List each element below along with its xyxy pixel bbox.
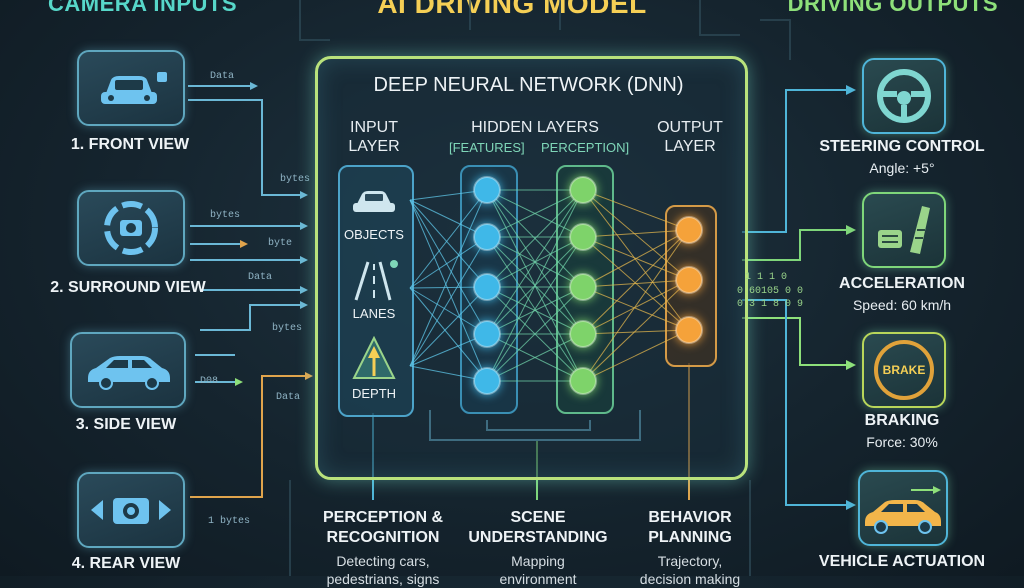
steering-control-title: STEERING CONTROL bbox=[819, 138, 985, 155]
binary-stream: 0 3 1 8 0 9 bbox=[737, 299, 804, 310]
perception-stage-desc-line2: pedestrians, signs bbox=[326, 571, 440, 587]
ai-driving-model-header: AI DRIVING MODEL bbox=[377, 0, 647, 19]
flow-label: Data bbox=[248, 272, 273, 283]
scene-stage-title-line1: SCENE bbox=[510, 509, 566, 526]
scene-stage-desc: Mapping environment bbox=[458, 552, 618, 588]
flow-label: Data bbox=[210, 71, 235, 82]
braking-title: BRAKING bbox=[864, 412, 940, 429]
braking-tile[interactable]: BRAKE bbox=[862, 332, 946, 408]
steering-angle-value: Angle: +5° bbox=[869, 160, 935, 176]
vehicle-actuation-tile[interactable] bbox=[858, 470, 948, 546]
depth-label: DEPTH bbox=[351, 386, 397, 401]
flow-label: bytes bbox=[280, 174, 311, 185]
braking-force-value: Force: 30% bbox=[866, 434, 938, 450]
perception-label: PERCEPTION] bbox=[541, 140, 630, 155]
acceleration-title: ACCELERATION bbox=[839, 275, 965, 292]
flow-label: 1 bytes bbox=[208, 516, 251, 527]
side-view-label: 3. SIDE VIEW bbox=[75, 416, 177, 433]
scene-stage-desc-line2: environment bbox=[499, 571, 577, 587]
flow-label: Data bbox=[276, 392, 301, 403]
behavior-stage-title-line1: BEHAVIOR bbox=[648, 509, 732, 526]
front-view-label: 1. FRONT VIEW bbox=[70, 136, 190, 153]
depth-icon bbox=[352, 336, 396, 379]
pedals-icon bbox=[878, 206, 930, 254]
perception-stage-title-line1: PERCEPTION & bbox=[322, 509, 443, 526]
perception-stage-title: PERCEPTION & RECOGNITION bbox=[303, 508, 463, 548]
camera-inputs-header: CAMERA INPUTS bbox=[48, 0, 238, 16]
hidden-layer-2-box bbox=[556, 165, 614, 414]
features-label: [FEATURES] bbox=[449, 140, 525, 155]
output-layer-box bbox=[665, 205, 717, 367]
scene-stage-desc-line1: Mapping bbox=[511, 553, 565, 569]
perception-stage-title-line2: RECOGNITION bbox=[326, 529, 440, 546]
side-car-icon bbox=[88, 356, 170, 390]
behavior-stage-title-line2: PLANNING bbox=[648, 529, 732, 546]
side-view-tile[interactable] bbox=[70, 332, 186, 408]
behavior-stage-desc: Trajectory, decision making bbox=[610, 552, 770, 588]
binary-stream: 0 60105 0 0 bbox=[737, 286, 804, 297]
dnn-title: DEEP NEURAL NETWORK (DNN) bbox=[373, 74, 684, 96]
binary-stream: 1 1 1 0 bbox=[745, 272, 788, 283]
acceleration-speed-value: Speed: 60 km/h bbox=[852, 297, 952, 313]
output-layer-heading: OUTPUT LAYER bbox=[650, 118, 730, 156]
behavior-stage-desc-line1: Trajectory, bbox=[657, 553, 723, 569]
vehicle-actuation-icon bbox=[865, 486, 941, 534]
hidden-layer-1-box bbox=[460, 165, 518, 414]
front-view-tile[interactable] bbox=[77, 50, 185, 126]
driving-outputs-header: DRIVING OUTPUTS bbox=[787, 0, 998, 16]
objects-label: OBJECTS bbox=[344, 227, 404, 242]
vehicle-actuation-title: VEHICLE ACTUATION bbox=[818, 553, 986, 570]
input-layer-line1: INPUT bbox=[350, 119, 398, 136]
flow-label: bytes bbox=[210, 210, 241, 221]
output-layer-line2: LAYER bbox=[664, 138, 716, 155]
front-car-camera-icon bbox=[101, 72, 167, 104]
lanes-label: LANES bbox=[352, 306, 396, 321]
connector-lines bbox=[188, 0, 856, 576]
rear-camera-icon bbox=[91, 498, 171, 524]
steering-tile[interactable] bbox=[862, 58, 946, 134]
perception-stage-desc-line1: Detecting cars, bbox=[336, 553, 430, 569]
surround-view-label: 2. SURROUND VIEW bbox=[50, 279, 206, 296]
acceleration-tile[interactable] bbox=[862, 192, 946, 268]
output-layer-line1: OUTPUT bbox=[657, 119, 723, 136]
rear-view-label: 4. REAR VIEW bbox=[71, 555, 181, 572]
flow-label: byte bbox=[268, 238, 293, 249]
input-layer-heading: INPUT LAYER bbox=[334, 118, 414, 156]
lanes-icon bbox=[354, 260, 398, 301]
flow-label: D08 bbox=[200, 376, 219, 387]
behavior-stage-title: BEHAVIOR PLANNING bbox=[610, 508, 770, 548]
steering-wheel-icon bbox=[877, 69, 931, 123]
perception-stage-desc: Detecting cars, pedestrians, signs bbox=[303, 552, 463, 588]
scene-stage-title-line2: UNDERSTANDING bbox=[468, 529, 608, 546]
hidden-layers-heading: HIDDEN LAYERS bbox=[471, 119, 599, 136]
surround-view-tile[interactable] bbox=[77, 190, 185, 266]
brake-icon: BRAKE bbox=[874, 340, 934, 400]
behavior-stage-desc-line2: decision making bbox=[639, 571, 741, 587]
surround-camera-icon bbox=[104, 201, 158, 255]
rear-view-tile[interactable] bbox=[77, 472, 185, 548]
scene-stage-title: SCENE UNDERSTANDING bbox=[458, 508, 618, 548]
car-icon bbox=[353, 191, 395, 212]
flow-label: bytes bbox=[272, 323, 303, 334]
input-layer-line2: LAYER bbox=[348, 138, 400, 155]
